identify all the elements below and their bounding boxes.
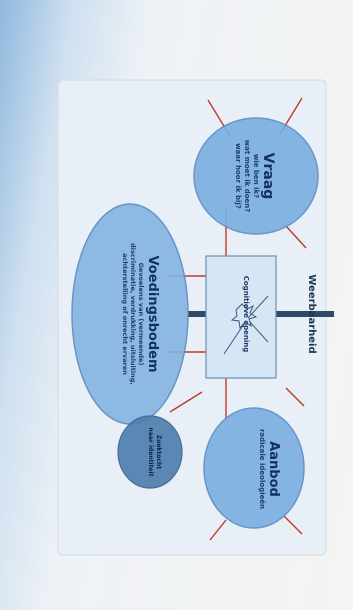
small-line-1: Zoektocht: [155, 434, 162, 470]
aanbod-label-group: Aanbod radicale ideologieën: [247, 419, 281, 519]
voedingsbodem-line-2: discriminatie, verdrukking, uitsluiting,: [128, 243, 137, 385]
small-line-2: naar identiteit: [147, 427, 155, 477]
axis-right: [276, 311, 334, 317]
vraag-line-1: wie ben ik?: [252, 153, 260, 199]
connector-aanbod-br: [283, 515, 303, 535]
connector-aanbod-r: [285, 387, 305, 407]
voedingsbodem-title: Voedingsbodem: [145, 255, 160, 373]
voedingsbodem-line-1: Gevoelens van (vermeende): [137, 262, 145, 366]
small-circle-label: Zoektocht naar identiteit: [138, 420, 163, 484]
voedingsbodem-label-group: Voedingsbodem Gevoelens van (vermeende) …: [100, 222, 160, 406]
small-circle: [117, 415, 183, 489]
connector-vraag-br: [285, 225, 307, 249]
center-label: Cognitieve opening: [234, 264, 250, 364]
connector-small: [169, 391, 203, 413]
axis-label-text: Weerbaarheid: [306, 274, 317, 354]
axis-left: [188, 311, 206, 317]
connector-aanbod-bl: [209, 519, 227, 541]
vraag-label-group: Vraag wie ben ik? wat moet ik doen? waar…: [234, 116, 277, 236]
axis-bar: [188, 311, 334, 317]
center-label-text: Cognitieve opening: [242, 275, 250, 353]
aanbod-circle: [203, 407, 305, 529]
vraag-line-2: wat moet ik doen?: [243, 139, 252, 213]
voedingsbodem-line-3: achterstelling of onrecht ervaren: [120, 253, 129, 375]
axis-label: Weerbaarheid: [301, 269, 317, 359]
vraag-circle: [193, 117, 319, 235]
vraag-line-3: waar hoor ik bij?: [234, 143, 243, 209]
aanbod-line-1: radicale ideologieën: [258, 428, 266, 510]
crack-icon: [223, 295, 269, 355]
center-box: [205, 255, 277, 379]
aanbod-title: Aanbod: [266, 441, 281, 497]
vraag-title: Vraag: [260, 152, 276, 200]
